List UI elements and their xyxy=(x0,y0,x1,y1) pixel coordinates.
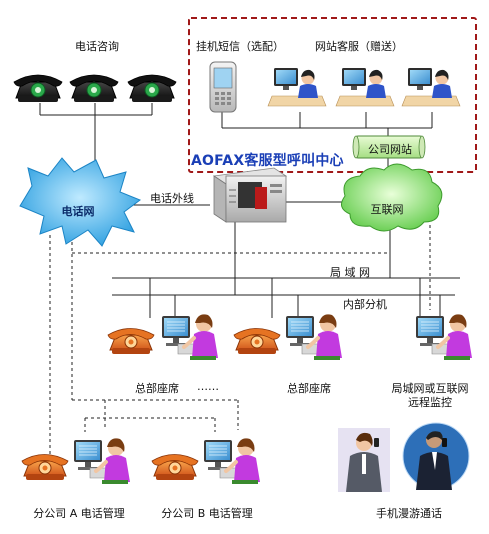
company-site-label: 公司网站 xyxy=(368,143,412,156)
web-service-agent-2 xyxy=(335,67,395,107)
hq-seat-label-1: 总部座席 xyxy=(135,382,179,395)
lan-lines xyxy=(112,218,460,318)
consult-phone-3 xyxy=(127,74,177,103)
branch-a-label: 分公司 A 电话管理 xyxy=(33,507,125,520)
web-service-agent-1 xyxy=(267,67,327,107)
branch-b-agent xyxy=(202,436,262,486)
internet-cloud xyxy=(340,163,443,232)
hq-seat-phone-2 xyxy=(233,328,281,355)
internet-label: 互联网 xyxy=(370,203,404,216)
phone-consult-label: 电话咨询 xyxy=(75,40,119,53)
branch-b-phone xyxy=(151,454,199,481)
branch-a-agent xyxy=(72,436,132,486)
mobile-roaming-man xyxy=(402,422,470,490)
phone-network-label: 电话网 xyxy=(61,205,95,218)
hq-seat-label-2: 总部座席 xyxy=(287,382,331,395)
web-service-label: 网站客服（赠送） xyxy=(315,40,403,53)
consult-phone-1 xyxy=(13,74,63,103)
web-service-agent-3 xyxy=(401,67,461,107)
branch-a-phone xyxy=(21,454,69,481)
consult-phone-2 xyxy=(69,74,119,103)
mobile-roaming-woman xyxy=(338,428,390,492)
branch-b-label: 分公司 B 电话管理 xyxy=(161,507,253,520)
phone-network-cloud xyxy=(19,157,142,247)
ellipsis-label: …… xyxy=(197,380,219,393)
internal-ext-label: 内部分机 xyxy=(343,298,387,311)
mobile-roaming-label: 手机漫游通话 xyxy=(376,507,442,520)
remote-monitor-label-line2: 远程监控 xyxy=(408,396,452,409)
remote-monitor-agent xyxy=(414,312,474,362)
remote-monitor-label-line1: 局城网或互联网 xyxy=(391,382,469,395)
hq-seat-phone-1 xyxy=(107,328,155,355)
web-service-dashed-box xyxy=(188,17,477,173)
call-center-server xyxy=(212,167,288,223)
sms-mobile-phone xyxy=(209,61,237,113)
hq-seat-agent-1 xyxy=(160,312,220,362)
company-website-scroll xyxy=(352,135,426,159)
sms-option-label: 挂机短信（选配） xyxy=(196,40,284,53)
phone-outbound-label: 电话外线 xyxy=(150,192,194,205)
hq-seat-agent-2 xyxy=(284,312,344,362)
lan-label: 局 域 网 xyxy=(330,266,370,279)
system-title: AOFAX客服型呼叫中心 xyxy=(191,153,344,169)
